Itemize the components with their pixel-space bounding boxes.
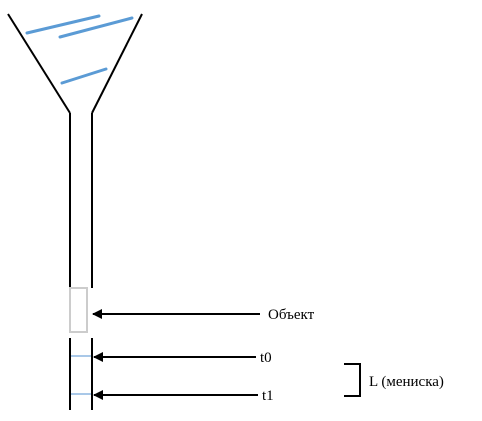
t1-label: t1 [262,388,274,404]
funnel-right-wall [91,13,143,114]
object-label: Объект [268,307,315,323]
meniscus-bracket [344,363,361,397]
funnel-left-wall [7,13,71,114]
funnel-liquid-lines [25,14,134,85]
object-box [69,287,88,333]
t0-label: t0 [260,350,272,366]
liquid-line-1 [25,14,101,35]
liquid-line-3 [60,67,108,85]
funnel [7,13,143,114]
liquid-line-2 [58,16,134,39]
arrows [92,309,260,400]
capillary-tube [69,113,93,410]
meniscus-label: L (мениска) [369,374,444,390]
